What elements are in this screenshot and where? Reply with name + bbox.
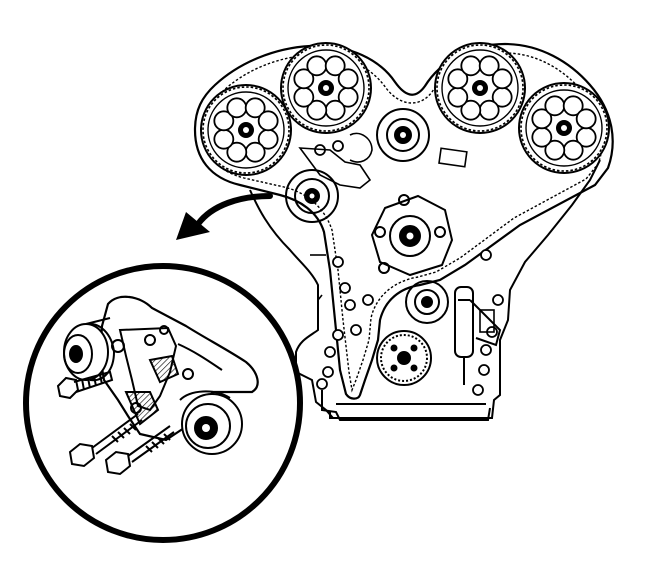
engine-front-cover (249, 159, 601, 421)
cover-bolt (332, 140, 344, 152)
cover-bolt (350, 324, 362, 336)
camshaft-sprocket-3 (434, 42, 526, 134)
belt-tensioner-upper (376, 108, 430, 162)
cover-bolt (480, 249, 492, 261)
idler-pulley-lower (405, 280, 449, 324)
camshaft-sprocket-2 (280, 42, 372, 134)
cover-bolt (332, 329, 344, 341)
camshaft-sprocket-1 (200, 84, 292, 176)
cover-bolt (316, 378, 328, 390)
cover-bolt (478, 364, 490, 376)
cover-bolt (472, 384, 484, 396)
curved-arrow-icon (176, 193, 273, 240)
cover-bolt (362, 294, 374, 306)
cover-bolt (332, 256, 344, 268)
tensioner-detail-callout (23, 263, 303, 543)
bolt-upper (56, 370, 114, 400)
crankshaft-sprocket (376, 330, 432, 386)
idler-pulley-left (285, 169, 339, 223)
cover-bolt (339, 282, 351, 294)
cover-details (298, 132, 495, 333)
cover-bolt (324, 346, 336, 358)
camshaft-sprockets (200, 42, 610, 176)
bolt-lower-right (104, 425, 175, 476)
bolt-lower-left (68, 413, 143, 468)
tensioner-pulley-left (63, 317, 116, 382)
tensioner-pulley-right (179, 390, 243, 455)
water-pump (370, 194, 454, 277)
cover-bolt (480, 344, 492, 356)
cover-bolt (322, 366, 334, 378)
hydraulic-tensioner (454, 286, 502, 385)
camshaft-sprocket-4 (518, 82, 610, 174)
cover-bolt (492, 294, 504, 306)
cover-bolt (344, 299, 356, 311)
